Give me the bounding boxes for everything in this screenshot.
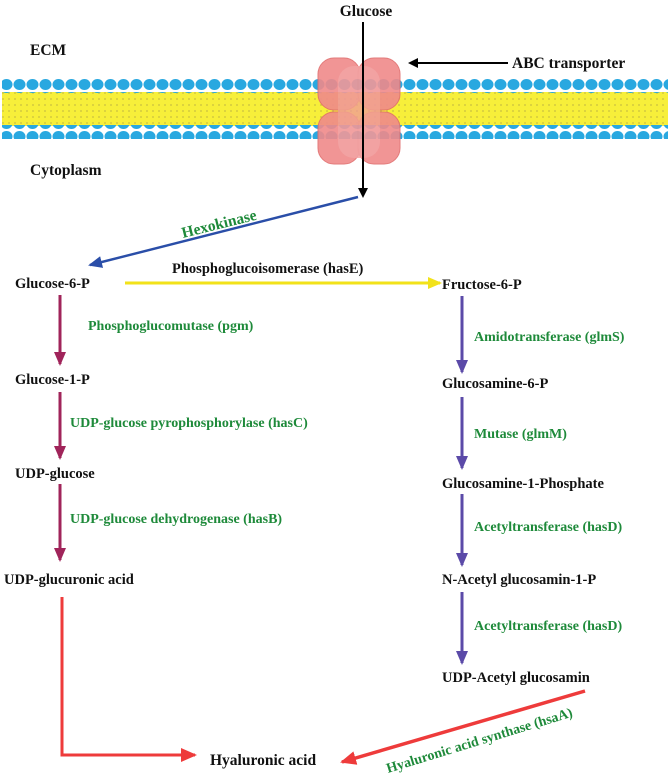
cytoplasm-label: Cytoplasm xyxy=(30,162,102,179)
hexokinase-label: Hexokinase xyxy=(180,207,259,242)
udp-acetyl-glucosamin-label: UDP-Acetyl glucosamin xyxy=(442,670,590,686)
fructose-6-p-label: Fructose-6-P xyxy=(442,277,522,293)
udp-glucose-label: UDP-glucose xyxy=(15,466,95,482)
abc-transporter-label: ABC transporter xyxy=(512,55,625,72)
arrow-udpga-to-ha xyxy=(60,597,197,762)
glucose-label: Glucose xyxy=(340,3,393,20)
glucose-6-p-label: Glucose-6-P xyxy=(15,276,90,292)
udp-glucuronic-acid-label: UDP-glucuronic acid xyxy=(4,572,134,588)
acetyltransferase-label-1: Acetyltransferase (hasD) xyxy=(474,520,622,535)
abc-transporter-protein xyxy=(317,57,401,165)
glucosamine-6-p-label: Glucosamine-6-P xyxy=(442,376,548,392)
synthase-arrow xyxy=(340,689,586,765)
phosphoglucomutase-label: Phosphoglucomutase (pgm) xyxy=(88,319,254,334)
udp-glucose-pyrophosphorylase-label: UDP-glucose pyrophosphorylase (hasC) xyxy=(70,416,308,431)
n-acetyl-glucosamin-1-p-label: N-Acetyl glucosamin-1-P xyxy=(442,572,596,588)
ecm-label: ECM xyxy=(30,42,67,59)
hexokinase-arrow xyxy=(88,195,359,268)
mutase-label: Mutase (glmM) xyxy=(474,427,567,442)
glucose-1-p-label: Glucose-1-P xyxy=(15,372,90,388)
udp-glucose-dehydrogenase-label: UDP-glucose dehydrogenase (hasB) xyxy=(70,512,282,527)
phosphoglucoisomerase-label: Phosphoglucoisomerase (hasE) xyxy=(172,261,364,277)
glucosamine-1-phosphate-label: Glucosamine-1-Phosphate xyxy=(442,476,604,492)
acetyltransferase-label-2: Acetyltransferase (hasD) xyxy=(474,619,622,634)
hyaluronic-acid-label: Hyaluronic acid xyxy=(210,752,316,769)
amidotransferase-label: Amidotransferase (glmS) xyxy=(474,330,625,345)
